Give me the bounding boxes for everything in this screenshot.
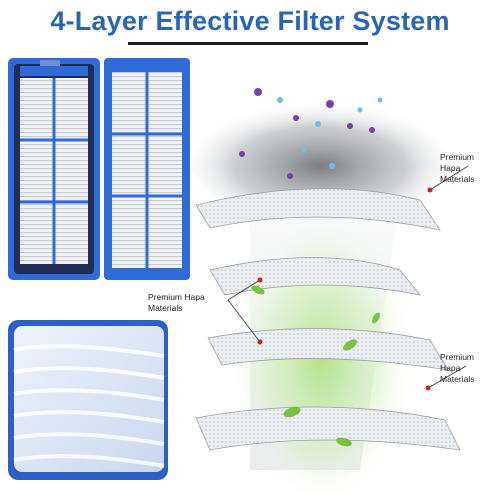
label-line: Materials	[440, 374, 475, 384]
label-top-right: Premium Hapa Materials	[440, 152, 474, 185]
label-line: Premium	[440, 152, 475, 162]
dust-particle-icon	[239, 88, 383, 179]
label-line: Premium	[440, 352, 475, 362]
label-bottom-right: Premium Hapa Materials	[440, 352, 474, 385]
title-underline	[128, 42, 368, 45]
filter-layer-1	[195, 188, 441, 231]
label-line: Hapa	[440, 163, 461, 173]
label-middle-left: Premium Hapa Materials	[148, 292, 205, 314]
filter-layer-4	[195, 406, 461, 451]
label-line: Materials	[148, 303, 183, 313]
filter-layer-2	[209, 257, 421, 296]
filter-cartridge-blue	[104, 58, 190, 280]
label-line: Materials	[440, 174, 475, 184]
filter-closeup	[8, 320, 168, 480]
page-title: 4-Layer Effective Filter System	[50, 6, 450, 36]
label-line: Premium Hapa	[148, 292, 205, 302]
label-line: Hapa	[440, 363, 461, 373]
leaf-icon	[251, 285, 380, 447]
filter-layer-3	[207, 328, 449, 371]
label-leaders	[227, 165, 469, 391]
dust-cloud	[190, 100, 450, 220]
filter-cartridge-dark	[8, 58, 100, 280]
